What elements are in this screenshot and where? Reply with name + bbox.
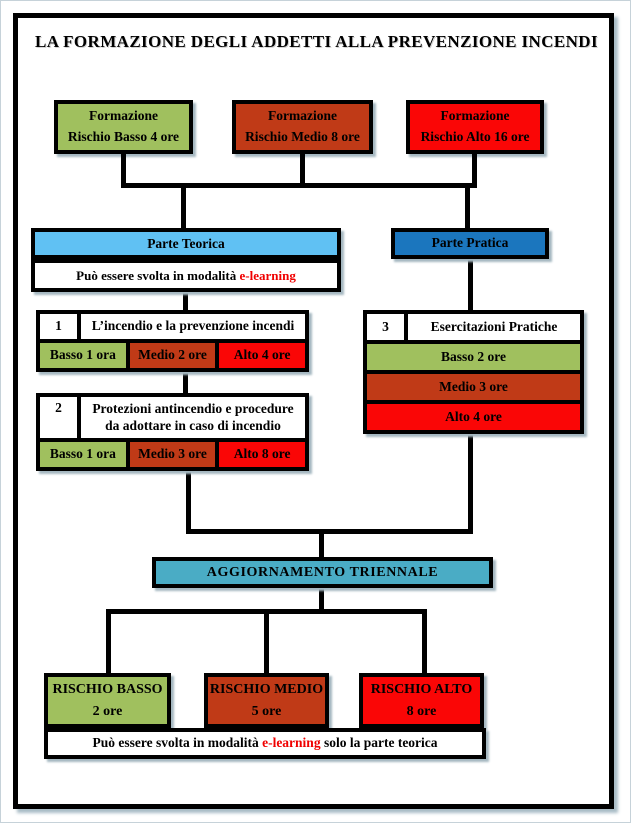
bottom-elearning-note: Può essere svolta in modalità e-learning… (44, 728, 486, 759)
module-3-hours-low-label: Basso 2 ore (440, 348, 506, 364)
theory-section: Parte Teorica Può essere svolta in modal… (31, 228, 341, 292)
module-3-box: 3 Esercitazioni Pratiche Basso 2 ore Med… (363, 310, 584, 434)
connector-line (319, 588, 324, 611)
connector-line (300, 154, 305, 188)
module-2-number-label: 2 (55, 400, 62, 415)
update-box-risk-high-line1: RISCHIO ALTO (370, 681, 473, 697)
module-3-hours-medium-label: Medio 3 ore (439, 378, 508, 394)
module-3-title: Esercitazioni Pratiche (408, 314, 580, 340)
update-box-risk-low-line1: RISCHIO BASSO (52, 681, 163, 697)
connector-line (468, 259, 473, 310)
module-1-title-label: L’incendio e la prevenzione incendi (91, 318, 295, 334)
formation-box-risk-low-line2: Rischio Basso 4 ore (67, 129, 180, 144)
theory-elearning-note: Può essere svolta in modalità e-learning (31, 259, 341, 292)
connector-line (472, 154, 477, 188)
bottom-note-prefix: Può essere svolta in modalità (92, 735, 263, 751)
module-1-hours-high: Alto 4 ore (219, 343, 306, 368)
connector-line (121, 154, 126, 188)
module-1-hours-low: Basso 1 ora (40, 343, 126, 368)
theory-header-label: Parte Teorica (147, 235, 225, 251)
module-1-hours-medium: Medio 2 ore (129, 343, 216, 368)
connector-line (186, 529, 473, 534)
module-2-number: 2 (40, 397, 77, 438)
triennial-update-box: AGGIORNAMENTO TRIENNALE (152, 557, 493, 588)
formation-box-risk-medium: Formazione Rischio Medio 8 ore (232, 100, 373, 154)
theory-note-text: Può essere svolta in modalità e-learning (76, 268, 296, 284)
module-2-hours-medium: Medio 3 ore (129, 442, 216, 467)
connector-line (422, 614, 427, 673)
module-3-hours-high: Alto 4 ore (367, 404, 580, 430)
module-2-hours-high: Alto 8 ore (219, 442, 306, 467)
module-1-hours-medium-label: Medio 2 ore (138, 347, 207, 363)
update-box-risk-high: RISCHIO ALTO 8 ore (359, 673, 484, 728)
update-box-risk-low: RISCHIO BASSO 2 ore (44, 673, 171, 728)
module-1-hours-low-label: Basso 1 ora (49, 347, 116, 363)
module-2-box: 2 Protezioni antincendio e procedure da … (36, 393, 309, 471)
formation-box-risk-high: Formazione Rischio Alto 16 ore (406, 100, 544, 154)
update-box-risk-low-line2: 2 ore (92, 703, 123, 719)
module-3-hours-high-label: Alto 4 ore (445, 408, 502, 424)
module-3-hours-low: Basso 2 ore (367, 344, 580, 370)
module-3-title-label: Esercitazioni Pratiche (430, 318, 558, 334)
update-box-risk-high-line2: 8 ore (406, 703, 437, 719)
diagram-title: LA FORMAZIONE DEGLI ADDETTI ALLA PREVENZ… (34, 32, 598, 51)
formation-box-risk-medium-line1: Formazione (268, 108, 337, 124)
connector-line (465, 188, 470, 228)
connector-line (181, 188, 186, 228)
module-3-number-label: 3 (382, 318, 389, 334)
connector-line (106, 614, 111, 673)
connector-line (183, 372, 188, 393)
module-2-hours-low-label: Basso 1 ora (49, 446, 116, 462)
connector-line (106, 609, 427, 614)
module-3-number: 3 (367, 314, 404, 340)
module-2-title: Protezioni antincendio e procedure da ad… (81, 397, 305, 438)
module-2-hours-high-label: Alto 8 ore (233, 446, 291, 462)
connector-line (468, 434, 473, 534)
connector-line (121, 183, 477, 188)
update-box-risk-medium-line2: 5 ore (251, 703, 282, 719)
module-2-hours-medium-label: Medio 3 ore (138, 446, 207, 462)
formation-box-risk-high-line2: Rischio Alto 16 ore (420, 129, 530, 144)
module-1-number-label: 1 (55, 318, 62, 334)
formation-box-risk-medium-line2: Rischio Medio 8 ore (245, 129, 360, 144)
update-box-risk-medium: RISCHIO MEDIO 5 ore (204, 673, 329, 728)
bottom-note-text: Può essere svolta in modalità e-learning… (92, 733, 437, 754)
module-2-title-label: Protezioni antincendio e procedure da ad… (92, 401, 294, 433)
connector-line (264, 614, 269, 673)
module-1-hours-high-label: Alto 4 ore (233, 347, 291, 363)
module-2-hours-low: Basso 1 ora (40, 442, 126, 467)
connector-line (319, 534, 324, 557)
bottom-note-suffix: solo la parte teorica (320, 735, 438, 751)
triennial-update-label: AGGIORNAMENTO TRIENNALE (206, 564, 439, 580)
module-1-number: 1 (40, 314, 77, 339)
module-1-title: L’incendio e la prevenzione incendi (81, 314, 305, 339)
formation-box-risk-low-line1: Formazione (89, 108, 158, 124)
theory-header: Parte Teorica (31, 228, 341, 259)
formation-box-risk-high-line1: Formazione (440, 108, 510, 124)
connector-line (183, 292, 188, 310)
practice-header: Parte Pratica (391, 228, 549, 259)
theory-note-elearning: e-learning (239, 267, 296, 283)
theory-note-prefix: Può essere svolta in modalità (76, 267, 240, 283)
practice-header-label: Parte Pratica (431, 235, 509, 251)
module-3-hours-medium: Medio 3 ore (367, 374, 580, 400)
update-box-risk-medium-line1: RISCHIO MEDIO (209, 681, 324, 697)
bottom-note-elearning: e-learning (262, 735, 321, 751)
connector-line (186, 471, 191, 534)
module-1-box: 1 L’incendio e la prevenzione incendi Ba… (36, 310, 309, 372)
formation-box-risk-low: Formazione Rischio Basso 4 ore (54, 100, 193, 154)
